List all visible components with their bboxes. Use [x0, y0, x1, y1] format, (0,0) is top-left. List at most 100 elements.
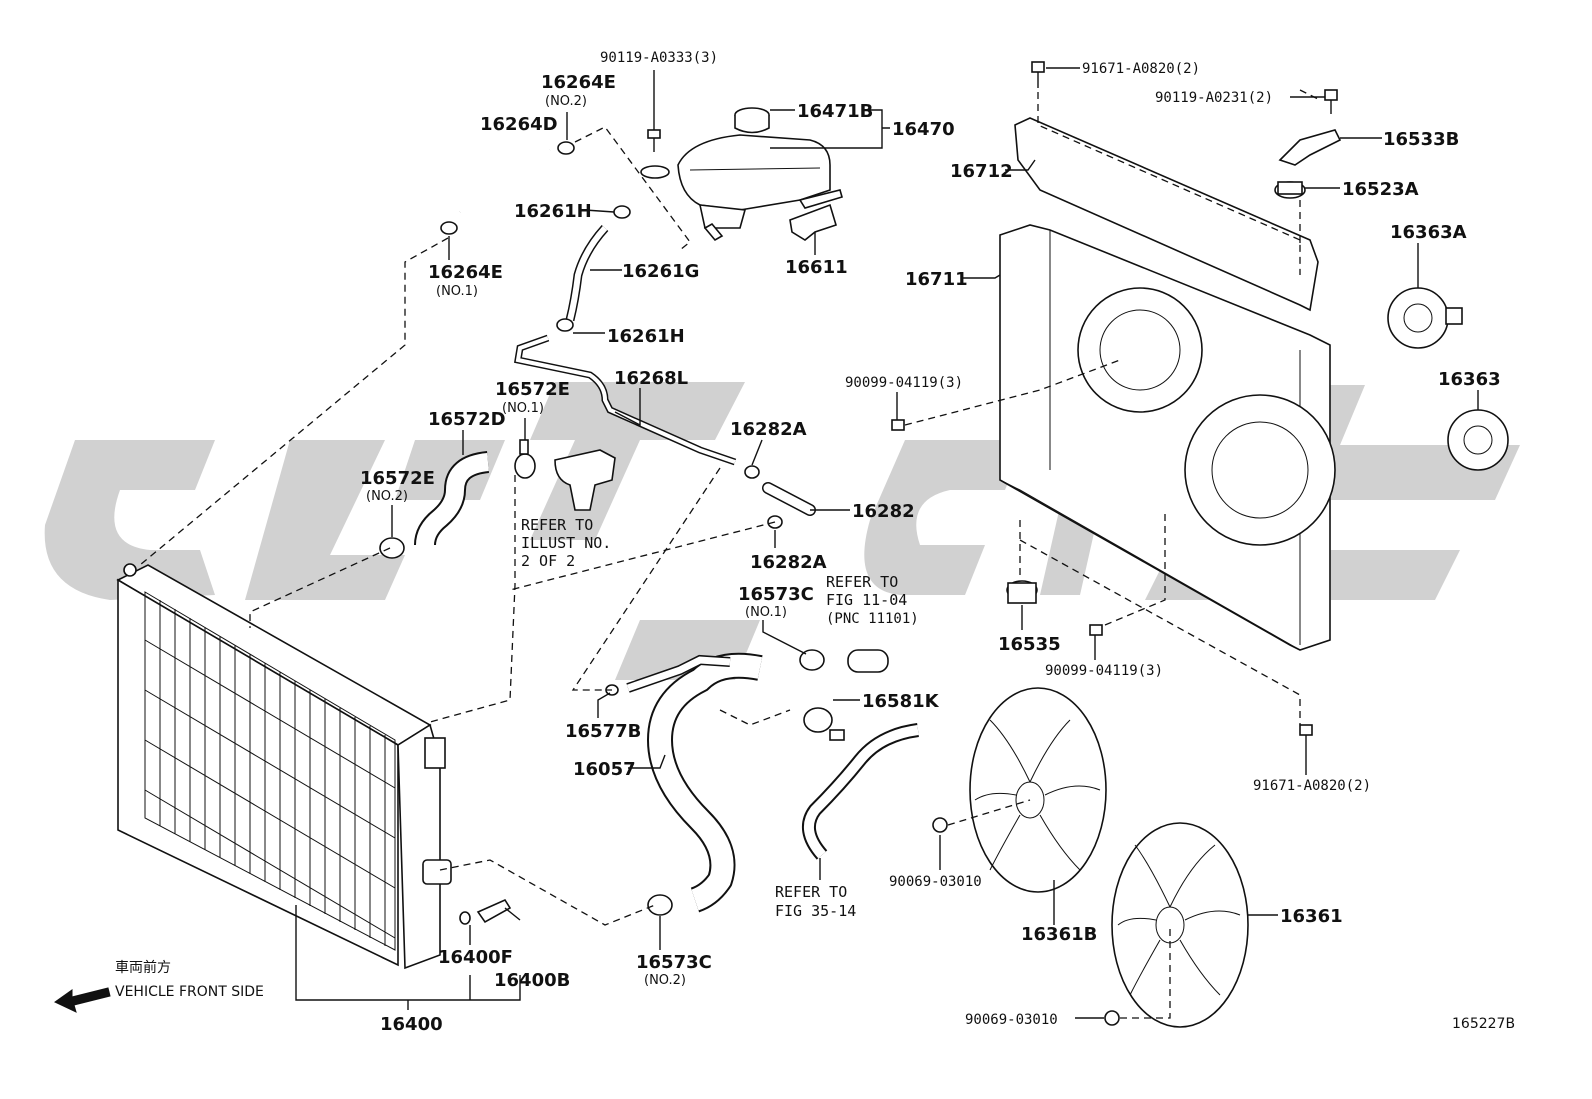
- inlet-fitting: [554, 449, 616, 511]
- o-ring-16400f[interactable]: [459, 911, 471, 925]
- footer: 車両前方 VEHICLE FRONT SIDE 165227B: [115, 959, 1515, 1032]
- hose-fig-35-14: [801, 723, 920, 860]
- fig-11-04-pipe: [847, 649, 889, 673]
- plug-16400b[interactable]: [476, 898, 512, 924]
- label-16264d: 16264D: [480, 114, 558, 135]
- label-16712: 16712: [950, 161, 1013, 182]
- label-90069-03010-bottom: 90069-03010: [965, 1012, 1058, 1028]
- clamp-16264e-no1[interactable]: [440, 221, 458, 235]
- nut-90069-03010-bottom[interactable]: [1104, 1010, 1120, 1026]
- label-16572e-no2-sub: (NO.2): [366, 489, 408, 504]
- label-16533b: 16533B: [1383, 129, 1459, 150]
- bolt-91671-a0820-bottom[interactable]: [1299, 724, 1313, 748]
- clamp-16264e-no2[interactable]: [557, 141, 575, 155]
- label-16264e-no2: 16264E: [541, 72, 616, 93]
- front-direction-arrow-icon: [54, 987, 111, 1013]
- label-16261h-top: 16261H: [514, 201, 592, 222]
- ref-fig1104-line1: REFER TO: [826, 573, 898, 591]
- label-16282a-bottom: 16282A: [750, 552, 827, 573]
- fan-motor-16363[interactable]: [1447, 409, 1509, 471]
- fan-16361b[interactable]: [969, 687, 1107, 893]
- label-16282a-top: 16282A: [730, 419, 807, 440]
- label-16711: 16711: [905, 269, 968, 290]
- label-16611: 16611: [785, 257, 848, 278]
- assembly-lines: [139, 89, 1321, 1019]
- vehicle-front-side-label: VEHICLE FRONT SIDE: [115, 984, 264, 1000]
- clamp-16573c-no2[interactable]: [647, 894, 673, 916]
- label-16400f: 16400F: [438, 947, 513, 968]
- leader-lines: [295, 67, 1479, 1019]
- label-16471b: 16471B: [797, 101, 873, 122]
- label-16572d: 16572D: [428, 409, 506, 430]
- hose-16282[interactable]: [762, 482, 816, 516]
- cushion-16523a[interactable]: [1274, 181, 1306, 199]
- label-16261h-bottom: 16261H: [607, 326, 685, 347]
- bracket-16533b[interactable]: [1278, 129, 1342, 166]
- label-16581k: 16581K: [862, 691, 940, 712]
- label-16264e-no2-sub: (NO.2): [545, 94, 587, 109]
- clamp-16261h-top[interactable]: [613, 205, 631, 219]
- label-16057: 16057: [573, 759, 636, 780]
- radiator-16400[interactable]: [116, 563, 452, 970]
- bolt-91671-a0820-top[interactable]: [1031, 61, 1045, 88]
- ref-illust-line2: ILLUST NO.: [521, 534, 611, 552]
- label-16361b: 16361B: [1021, 924, 1097, 945]
- clamp-16572e-no2[interactable]: [379, 537, 405, 559]
- label-16572e-no1: 16572E: [495, 379, 570, 400]
- label-16470: 16470: [892, 119, 955, 140]
- label-16572e-no2: 16572E: [360, 468, 435, 489]
- label-16572e-no1-sub: (NO.1): [502, 401, 544, 416]
- label-16363a: 16363A: [1390, 222, 1467, 243]
- fan-16361[interactable]: [1111, 822, 1249, 1028]
- label-16573c-no2-sub: (NO.2): [644, 973, 686, 988]
- ref-illust-line1: REFER TO: [521, 516, 593, 534]
- hose-16264d[interactable]: [458, 147, 551, 215]
- bolt-90119-a0333[interactable]: [647, 129, 661, 152]
- fan-shroud-16711[interactable]: [999, 224, 1336, 651]
- bolt-90099-04119-top[interactable]: [891, 419, 905, 431]
- clamp-16573c-no1[interactable]: [799, 649, 825, 671]
- label-16282: 16282: [852, 501, 915, 522]
- ref-illust-line3: 2 OF 2: [521, 552, 575, 570]
- ref-fig1104-line3: (PNC 11101): [826, 611, 919, 627]
- label-91671-a0820-top: 91671-A0820(2): [1082, 61, 1200, 77]
- label-16573c-no1: 16573C: [738, 584, 814, 605]
- pipe-16268l[interactable]: [513, 334, 737, 466]
- clamp-16572e-no1[interactable]: [514, 439, 536, 479]
- label-16400b: 16400B: [494, 970, 570, 991]
- clamp-16261h-bottom[interactable]: [556, 318, 574, 332]
- label-16268l: 16268L: [614, 368, 688, 389]
- jp-direction-label: 車両前方: [115, 959, 171, 976]
- label-16573c-no2: 16573C: [636, 952, 712, 973]
- label-16261g: 16261G: [622, 261, 699, 282]
- hose-16261g[interactable]: [565, 224, 609, 322]
- hose-16057[interactable]: [626, 652, 763, 913]
- bolt-90099-04119-bottom[interactable]: [1089, 624, 1103, 636]
- nut-90069-03010-top[interactable]: [932, 817, 948, 833]
- fan-motor-16363a[interactable]: [1387, 287, 1463, 349]
- label-16363: 16363: [1438, 369, 1501, 390]
- part-labels: 90119-A0333(3) 16264E (NO.2) 16264D 1647…: [360, 50, 1501, 1035]
- ref-fig1104-line2: FIG 11-04: [826, 591, 907, 609]
- label-16264e-no1: 16264E: [428, 262, 503, 283]
- bolt-90119-a0231[interactable]: [1324, 89, 1338, 114]
- label-16535: 16535: [998, 634, 1061, 655]
- label-16400: 16400: [380, 1014, 443, 1035]
- clamp-16581k[interactable]: [803, 707, 845, 741]
- ref-fig3514-line1: REFER TO: [775, 883, 847, 901]
- label-16577b: 16577B: [565, 721, 641, 742]
- label-90119-a0333: 90119-A0333(3): [600, 50, 718, 66]
- label-16361: 16361: [1280, 906, 1343, 927]
- clamp-16282a-top[interactable]: [744, 465, 760, 479]
- figure-id: 165227B: [1452, 1016, 1515, 1032]
- reservoir-tank-16470[interactable]: [640, 107, 843, 242]
- bracket-16611[interactable]: [789, 203, 837, 241]
- label-16523a: 16523A: [1342, 179, 1419, 200]
- reference-notes: REFER TO ILLUST NO. 2 OF 2 REFER TO FIG …: [521, 516, 919, 920]
- hose-16572d[interactable]: [414, 451, 490, 546]
- cushion-16535[interactable]: [1006, 580, 1038, 604]
- label-16573c-no1-sub: (NO.1): [745, 605, 787, 620]
- label-90119-a0231: 90119-A0231(2): [1155, 90, 1273, 106]
